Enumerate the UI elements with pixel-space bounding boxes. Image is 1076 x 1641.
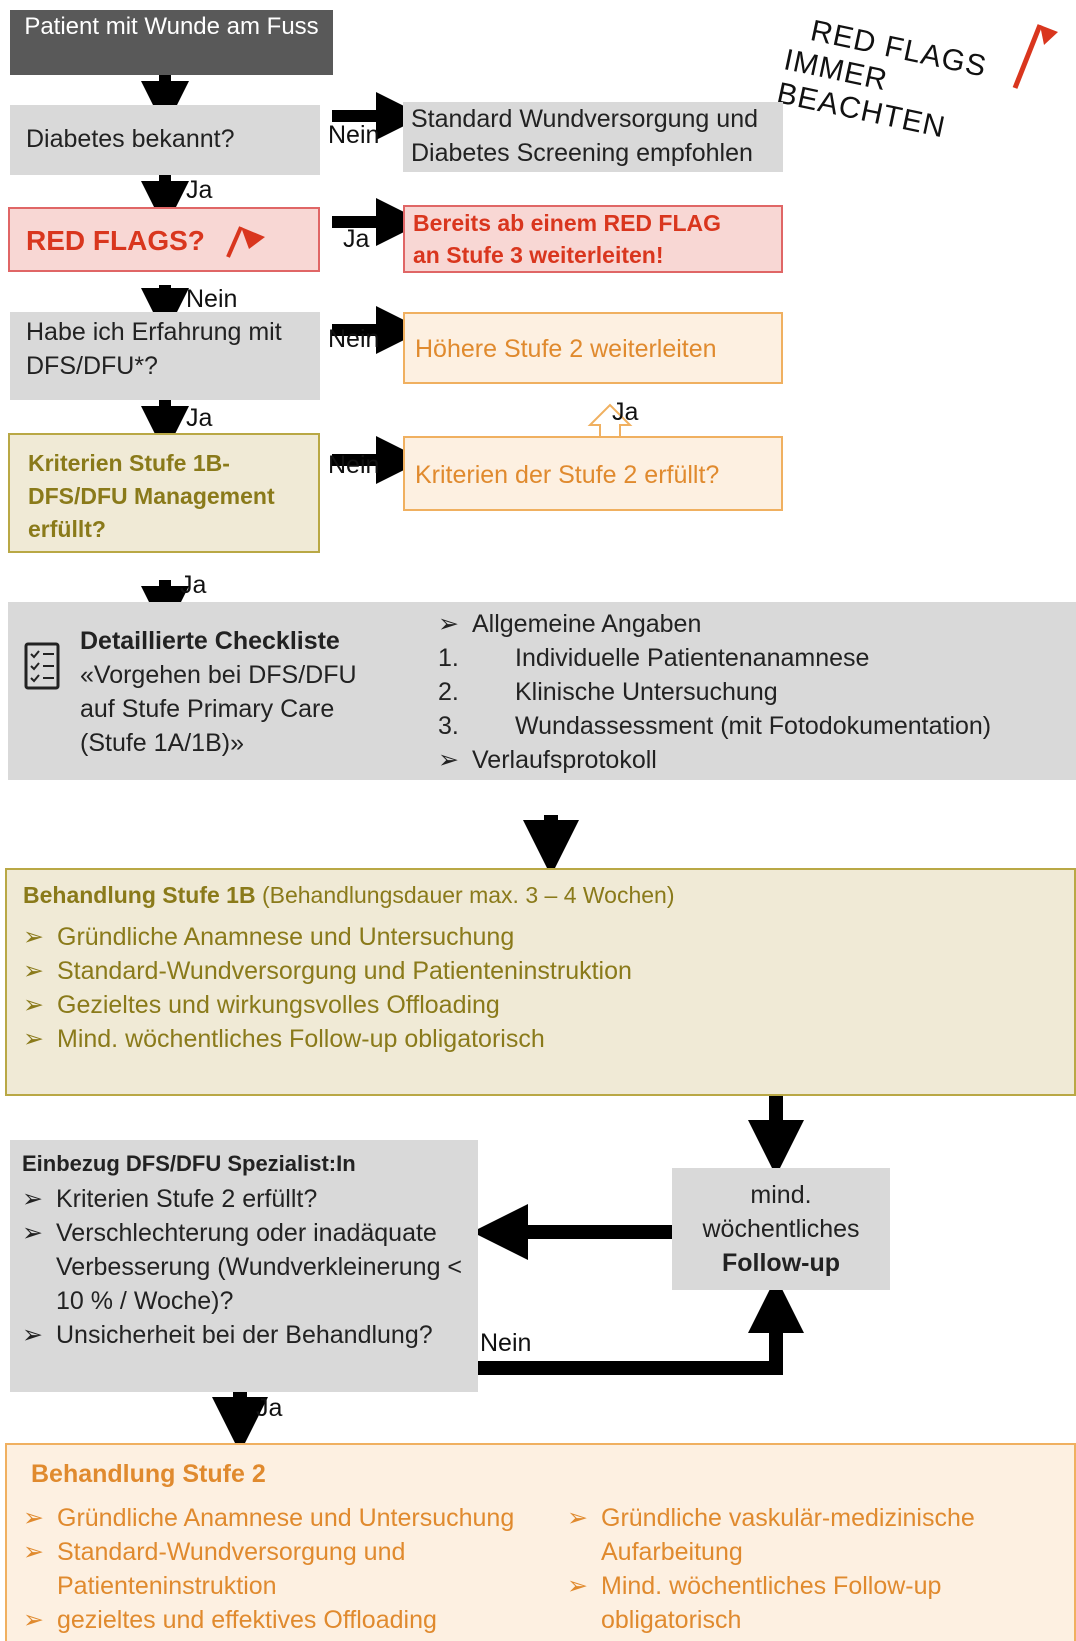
- specialist-item: Unsicherheit bei der Behandlung?: [22, 1318, 472, 1352]
- specialist-item: Kriterien Stufe 2 erfüllt?: [22, 1182, 472, 1216]
- num-1: 1.: [438, 644, 459, 672]
- label-nein-2: Nein: [186, 285, 238, 313]
- stage2-right-item: Mind. wöchentliches Follow-up obligatori…: [567, 1569, 987, 1637]
- criteria-2-text: Kriterien der Stufe 2 erfüllt?: [415, 461, 720, 489]
- specialist-title: Einbezug DFS/DFU Spezialist:In: [22, 1151, 356, 1176]
- red-flag-icon: [226, 226, 265, 258]
- diabetes-no-outcome: Standard Wundversorgung und Diabetes Scr…: [403, 102, 783, 172]
- followup-line1: mind.: [750, 1181, 812, 1209]
- stage1b-heading: Behandlung Stufe 1B (Behandlungsdauer ma…: [23, 878, 675, 912]
- experience-question-text: Habe ich Erfahrung mit DFS/DFU*?: [26, 318, 282, 380]
- stage1b-panel: Behandlung Stufe 1B (Behandlungsdauer ma…: [5, 868, 1076, 1096]
- label-nein-1: Nein: [328, 121, 380, 149]
- label-ja-1: Ja: [186, 176, 213, 204]
- arrow-nein-loop: [478, 1277, 804, 1375]
- num-3: 3.: [438, 712, 459, 740]
- diabetes-question-text: Diabetes bekannt?: [26, 125, 235, 153]
- label-ja-5: Ja: [180, 571, 207, 599]
- diabetes-no-text: Standard Wundversorgung und Diabetes Scr…: [411, 105, 758, 167]
- stage1b-item: Mind. wöchentliches Follow-up obligatori…: [23, 1022, 632, 1056]
- followup-line2: wöchentliches: [702, 1215, 860, 1243]
- checklist-panel: Detaillierte Checkliste «Vorgehen bei DF…: [8, 602, 1076, 780]
- specialist-item: Verschlechterung oder inadäquate Verbess…: [22, 1216, 472, 1318]
- stage2-left-list: Gründliche Anamnese und Untersuchung Sta…: [23, 1501, 543, 1637]
- specialist-list: Kriterien Stufe 2 erfüllt? Verschlechter…: [22, 1182, 472, 1352]
- experience-no-text: Höhere Stufe 2 weiterleiten: [415, 335, 717, 363]
- start-node-text: Patient mit Wunde am Fuss: [24, 13, 319, 40]
- stage2-left-item: Gründliche Anamnese und Untersuchung: [23, 1501, 543, 1535]
- num-3-text: Wundassessment (mit Fotodokumentation): [515, 712, 992, 740]
- experience-no-outcome: Höhere Stufe 2 weiterleiten: [403, 312, 783, 384]
- num-1-text: Individuelle Patientenanamnese: [515, 644, 870, 672]
- experience-question: Habe ich Erfahrung mit DFS/DFU*?: [10, 312, 320, 400]
- stage2-right-item: Gründliche vaskulär-medizinische Aufarbe…: [567, 1501, 987, 1569]
- stage1b-item: Gründliche Anamnese und Untersuchung: [23, 920, 632, 954]
- num-2: 2.: [438, 678, 459, 706]
- criteria-1b-text: Kriterien Stufe 1B- DFS/DFU Management e…: [28, 450, 275, 542]
- diabetes-question: Diabetes bekannt?: [10, 105, 320, 175]
- red-flags-text: RED FLAGS?: [26, 225, 205, 256]
- red-flags-question: RED FLAGS?: [8, 207, 320, 272]
- checklist-bullet-top: Allgemeine Angaben: [438, 607, 701, 641]
- label-nein-4: Nein: [328, 451, 380, 479]
- stage2-left-item: Standard-Wundversorgung und Patientenins…: [23, 1535, 437, 1603]
- stage2-panel: Behandlung Stufe 2 Gründliche Anamnese u…: [5, 1443, 1076, 1641]
- checklist-bullet-bottom: Verlaufsprotokoll: [438, 743, 657, 777]
- stage1b-subtitle: (Behandlungsdauer max. 3 – 4 Wochen): [261, 882, 675, 908]
- criteria-1b-question: Kriterien Stufe 1B- DFS/DFU Management e…: [8, 433, 320, 553]
- checklist-title: Detaillierte Checkliste: [80, 627, 340, 655]
- label-nein-5: Nein: [480, 1329, 532, 1357]
- followup-line3: Follow-up: [721, 1249, 841, 1277]
- stage1b-title: Behandlung Stufe 1B: [23, 882, 256, 908]
- stage2-left-item: gezieltes und effektives Offloading: [23, 1603, 543, 1637]
- label-ja-2: Ja: [343, 225, 370, 253]
- checklist-top-list: Allgemeine Angaben: [438, 607, 701, 641]
- label-ja-6: Ja: [256, 1394, 283, 1422]
- label-nein-3: Nein: [328, 325, 380, 353]
- checklist-icon: [24, 642, 60, 690]
- red-flags-yes-text: Bereits ab einem RED FLAG an Stufe 3 wei…: [413, 210, 722, 268]
- followup-node: mind. wöchentliches Follow-up: [672, 1168, 890, 1290]
- stage1b-item: Standard-Wundversorgung und Patientenins…: [23, 954, 632, 988]
- stage2-title: Behandlung Stufe 2: [31, 1460, 266, 1488]
- stage2-right-list: Gründliche vaskulär-medizinische Aufarbe…: [567, 1501, 987, 1637]
- red-flags-yes-outcome: Bereits ab einem RED FLAG an Stufe 3 wei…: [403, 205, 783, 273]
- specialist-panel: Einbezug DFS/DFU Spezialist:In Kriterien…: [10, 1140, 478, 1392]
- stamp-flag-icon: [1012, 24, 1058, 89]
- checklist-bottom-list: Verlaufsprotokoll: [438, 743, 657, 777]
- num-2-text: Klinische Untersuchung: [515, 678, 778, 706]
- stage1b-item: Gezieltes und wirkungsvolles Offloading: [23, 988, 632, 1022]
- start-node: Patient mit Wunde am Fuss: [10, 10, 333, 75]
- label-ja-3: Ja: [186, 404, 213, 432]
- stage1b-list: Gründliche Anamnese und Untersuchung Sta…: [23, 920, 632, 1056]
- checklist-text: «Vorgehen bei DFS/DFU auf Stufe Primary …: [80, 661, 357, 757]
- label-ja-4: Ja: [612, 398, 639, 426]
- criteria-2-question: Kriterien der Stufe 2 erfüllt?: [403, 436, 783, 511]
